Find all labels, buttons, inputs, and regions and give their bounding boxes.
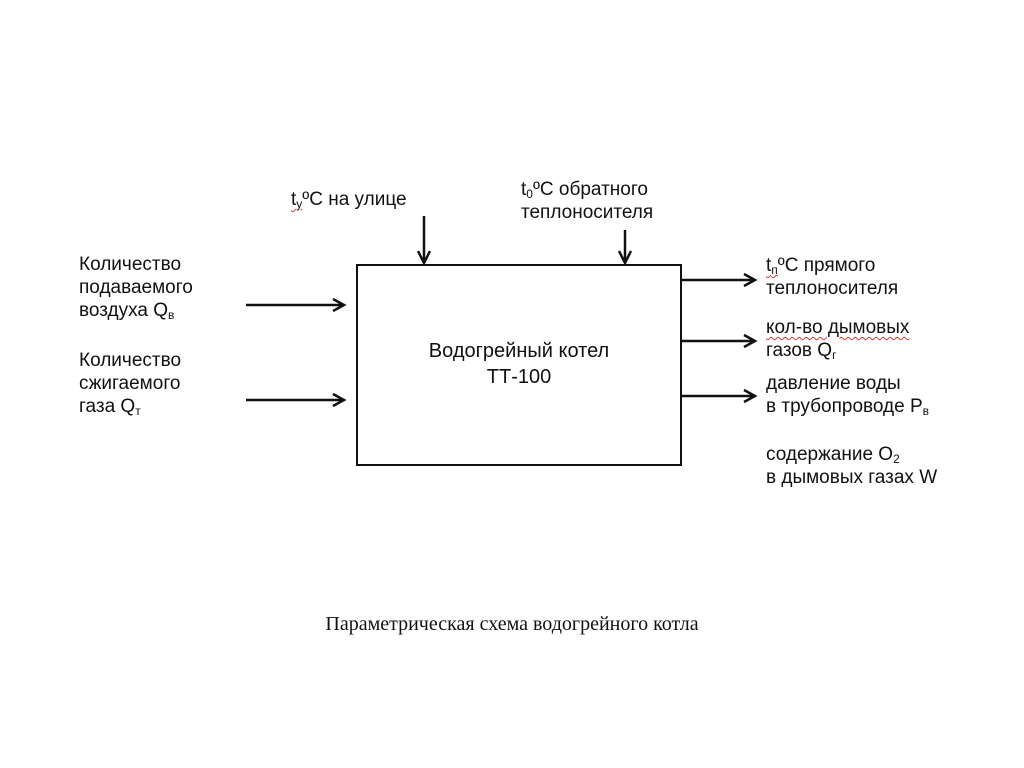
oxygen-line1: содержание О xyxy=(766,444,894,465)
figure-caption: Параметрическая схема водогрейного котла xyxy=(325,613,699,635)
oxygen-line2: в дымовых газах W xyxy=(766,467,938,488)
label-water-pressure: давление воды в трубопроводе Рв xyxy=(766,372,929,418)
outdoor-rest: ºС на улице xyxy=(302,189,407,210)
gas-sub: т xyxy=(135,404,141,418)
gas-line3: газа Q xyxy=(79,396,136,417)
boiler-title-line1: Водогрейный котел xyxy=(428,340,610,362)
return-t: t xyxy=(521,179,527,200)
arrow-gas-flow xyxy=(246,392,347,408)
gas-line1: Количество xyxy=(79,350,182,371)
flue-line1: кол-во дымовых xyxy=(766,317,910,338)
outdoor-sub: у xyxy=(296,197,303,211)
label-gas-quantity: Количество сжигаемого газа Qт xyxy=(79,349,181,418)
return-sub: 0 xyxy=(526,187,533,201)
label-outdoor-temp: tуºС на улице xyxy=(291,188,407,211)
arrow-air-flow xyxy=(246,297,347,313)
boiler-box xyxy=(356,264,682,466)
gas-line2: сжигаемого xyxy=(79,373,181,394)
pressure-line1: давление воды xyxy=(766,373,901,394)
oxygen-sub: 2 xyxy=(893,452,900,466)
supply-sub: п xyxy=(771,263,778,277)
air-line3: воздуха Q xyxy=(79,300,169,321)
arrow-flue-gas xyxy=(682,333,758,349)
boiler-title-line2: ТТ-100 xyxy=(486,366,552,388)
arrow-outdoor-temp xyxy=(416,216,432,266)
return-rest: ºС обратного xyxy=(532,179,648,200)
pressure-line2: в трубопроводе Р xyxy=(766,396,923,417)
air-line1: Количество xyxy=(79,254,182,275)
return-line2: теплоносителя xyxy=(521,202,654,223)
supply-line2: теплоносителя xyxy=(766,278,899,299)
air-line2: подаваемого xyxy=(79,277,193,298)
outdoor-t: t xyxy=(291,189,297,210)
arrow-return-temp xyxy=(617,230,633,266)
label-air-quantity: Количество подаваемого воздуха Qв xyxy=(79,253,193,322)
label-flue-gas: кол-во дымовых газов Qг xyxy=(766,316,909,362)
arrow-supply-temp xyxy=(682,272,758,288)
boiler-title: Водогрейный котел ТТ-100 xyxy=(357,338,681,390)
label-oxygen-content: содержание О2 в дымовых газах W xyxy=(766,443,937,489)
flue-sub: г xyxy=(832,348,837,362)
label-supply-temp: tпºС прямого теплоносителя xyxy=(766,254,898,300)
label-return-temp: t0ºС обратного теплоносителя xyxy=(521,178,653,224)
arrow-water-pressure xyxy=(682,388,758,404)
supply-t: t xyxy=(766,255,772,276)
air-sub: в xyxy=(168,308,175,322)
pressure-sub: в xyxy=(922,404,930,418)
flue-line2: газов Q xyxy=(766,340,833,361)
supply-rest: ºС прямого xyxy=(777,255,876,276)
